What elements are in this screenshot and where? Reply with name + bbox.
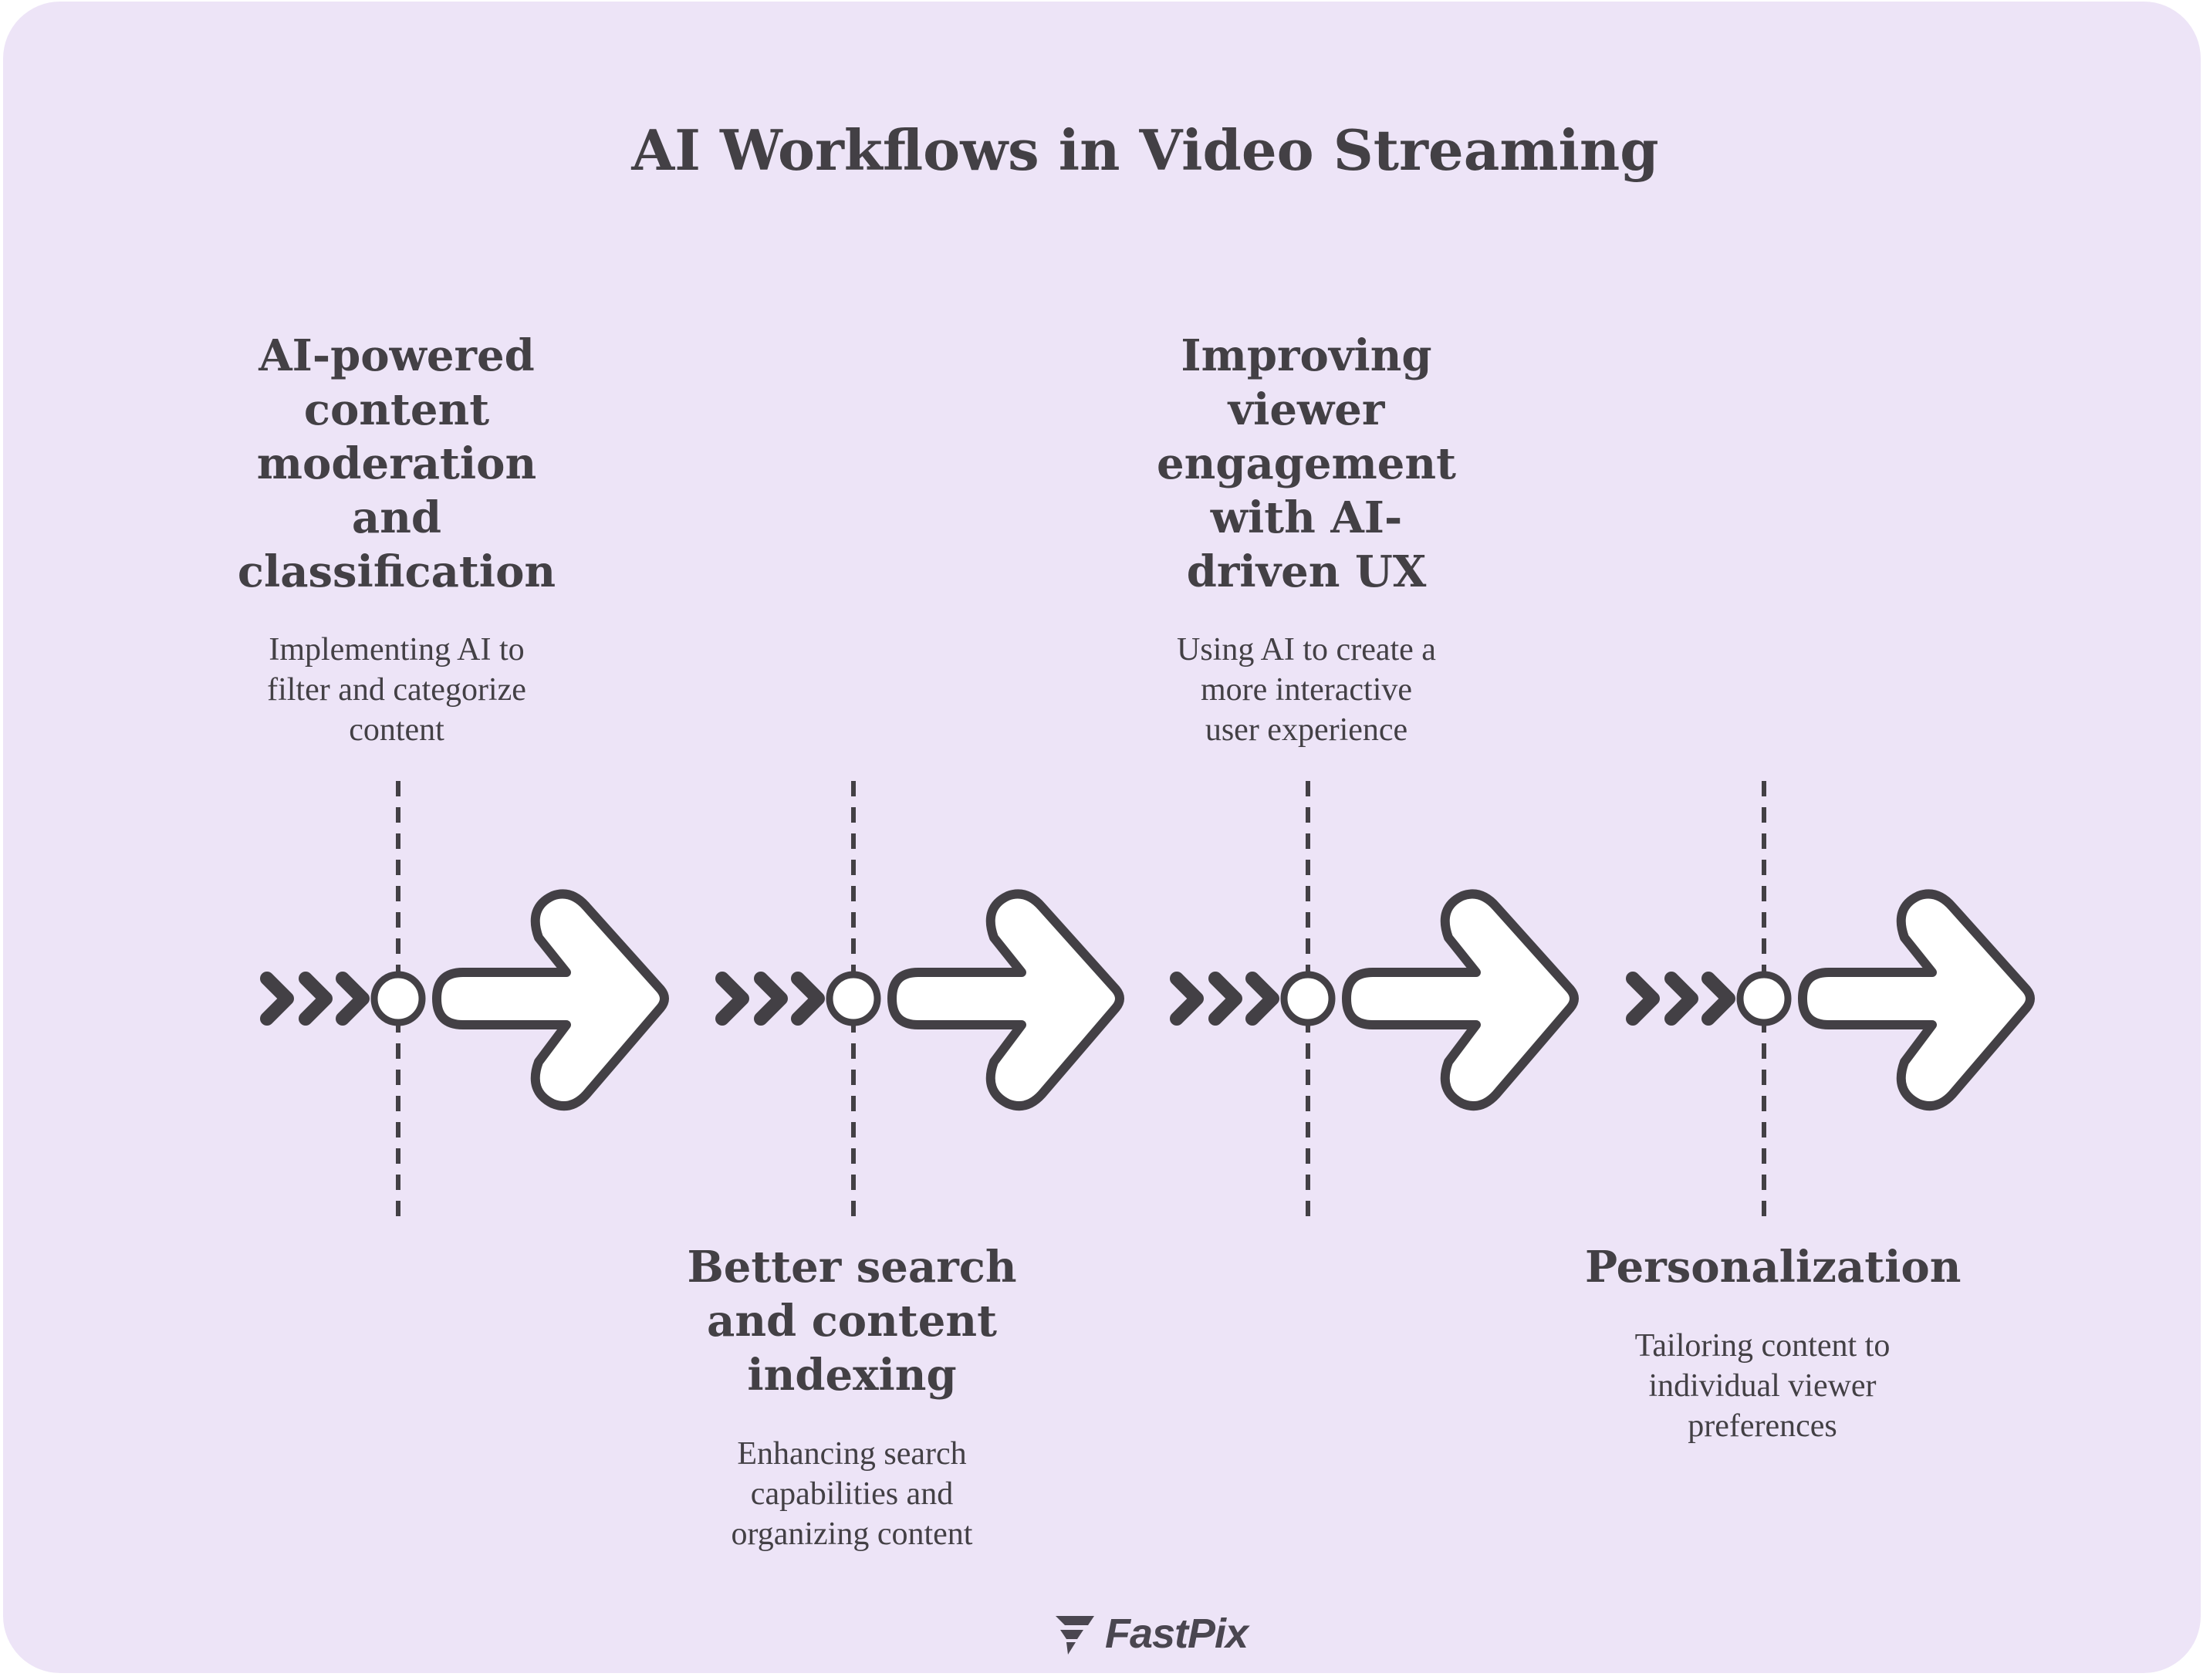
step-1-title-line: AI-powered [259,330,535,381]
diagram-title: AI Workflows in Video Streaming [631,117,1659,183]
step-4-chevron-icon [1664,972,1698,1026]
step-2-description-line: Enhancing search [737,1436,967,1472]
step-3-title-line: driven UX [1186,546,1427,597]
step-3-arrow-icon [1342,889,1579,1110]
step-3-description-line: user experience [1205,712,1408,748]
step-2-title-line: indexing [747,1350,957,1401]
step-2-chevron-icon [715,972,749,1026]
step-1-description-line: filter and categorize [267,672,526,708]
step-4-description-line: individual viewer [1648,1368,1877,1404]
step-4-description: Tailoring content to individual viewer p… [1585,1326,1940,1446]
step-2-description: Enhancing search capabilities and organi… [674,1434,1029,1554]
fastpix-logo: FastPix [1053,1607,1249,1661]
step-4-title: Personalization [1585,1240,1962,1294]
step-4-chevron-icon [1701,972,1735,1026]
step-2-title-line: Better search [687,1242,1017,1293]
step-3-title-line: viewer [1228,384,1385,435]
step-2-title-line: and content [707,1296,997,1347]
step-2-chevron-icon [754,972,788,1026]
step-3-title-line: engagement [1156,438,1457,489]
step-3-chevron-icon [1170,972,1204,1026]
step-4-chevron-icon [1626,972,1660,1026]
step-1-description-line: Implementing AI to [269,632,525,668]
diagram-card: AI Workflows in Video Streaming AI-power… [3,2,2201,1673]
step-3-title-line: Improving [1181,330,1432,381]
step-3-title: Improving viewer engagement with AI- dri… [1129,329,1484,599]
fastpix-logo-icon [1056,1616,1094,1655]
step-1-description: Implementing AI to filter and categorize… [219,630,574,750]
step-1-chevron-icon [336,972,370,1026]
step-1-marker [370,971,426,1026]
step-2-title: Better search and content indexing [674,1240,1029,1402]
step-2-description-line: organizing content [731,1516,973,1552]
step-1-chevron-icon [299,972,333,1026]
step-3-marker [1280,971,1336,1026]
step-1-arrow-icon [432,889,669,1110]
step-1-title-line: moderation [256,438,537,489]
step-3-chevron-icon [1245,972,1279,1026]
step-3-description-line: more interactive [1200,672,1413,708]
step-3-title-line: with AI- [1210,492,1403,543]
step-2-marker [826,971,881,1026]
step-4-title-line: Personalization [1585,1242,1962,1293]
step-1-description-line: content [349,712,444,748]
step-4-arrow-icon [1798,889,2035,1110]
step-4-description-line: preferences [1688,1408,1837,1444]
brand-name: FastPix [1105,1611,1249,1657]
step-2-chevron-icon [791,972,825,1026]
step-3-chevron-icon [1208,972,1242,1026]
step-4-description-line: Tailoring content to [1634,1328,1891,1364]
step-4-marker [1736,971,1792,1026]
step-1-title-line: classification [237,546,556,597]
step-1-title: AI-powered content moderation and classi… [219,329,574,599]
step-1-title-line: and [351,492,442,543]
step-3-description: Using AI to create a more interactive us… [1129,630,1484,750]
step-3-description-line: Using AI to create a [1177,632,1436,668]
timeline-graphic [260,781,2035,1217]
step-1-title-line: content [303,384,490,435]
step-2-arrow-icon [887,889,1124,1110]
step-1-chevron-icon [260,972,294,1026]
step-2-description-line: capabilities and [750,1476,954,1512]
